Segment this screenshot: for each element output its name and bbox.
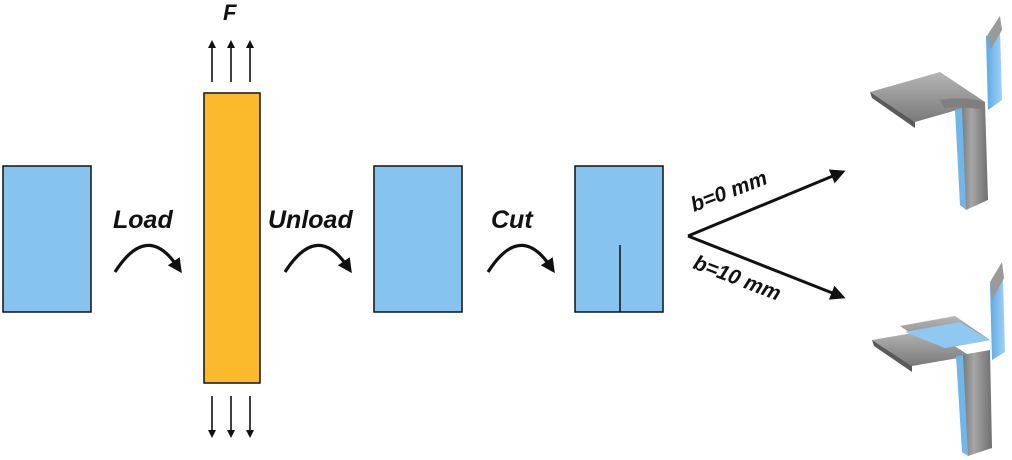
cut-sheet: [574, 165, 664, 313]
curved-arrow-icon: [113, 243, 182, 274]
branch-bottom-label: b=10 mm: [690, 251, 784, 305]
result-shape-top: [870, 16, 1002, 210]
branch-arrow-bottom: [687, 234, 846, 300]
branch-arrow-top: [687, 169, 846, 238]
initial-sheet: [2, 165, 92, 313]
unloaded-sheet: [373, 165, 463, 313]
branch-bottom-val: =10 mm: [702, 256, 784, 306]
curved-arrow-icon: [486, 243, 555, 274]
force-label: F: [223, 0, 237, 25]
loaded-sheet: [203, 92, 261, 384]
down-arrows-icon: [208, 396, 254, 438]
result-shape-bottom: [872, 262, 1005, 456]
curved-arrow-icon: [283, 243, 352, 274]
unload-label: Unload: [268, 206, 353, 234]
load-label: Load: [113, 206, 173, 234]
up-arrows-icon: [208, 40, 254, 82]
branch-top-label: b=0 mm: [688, 167, 771, 217]
cut-label: Cut: [491, 206, 534, 234]
